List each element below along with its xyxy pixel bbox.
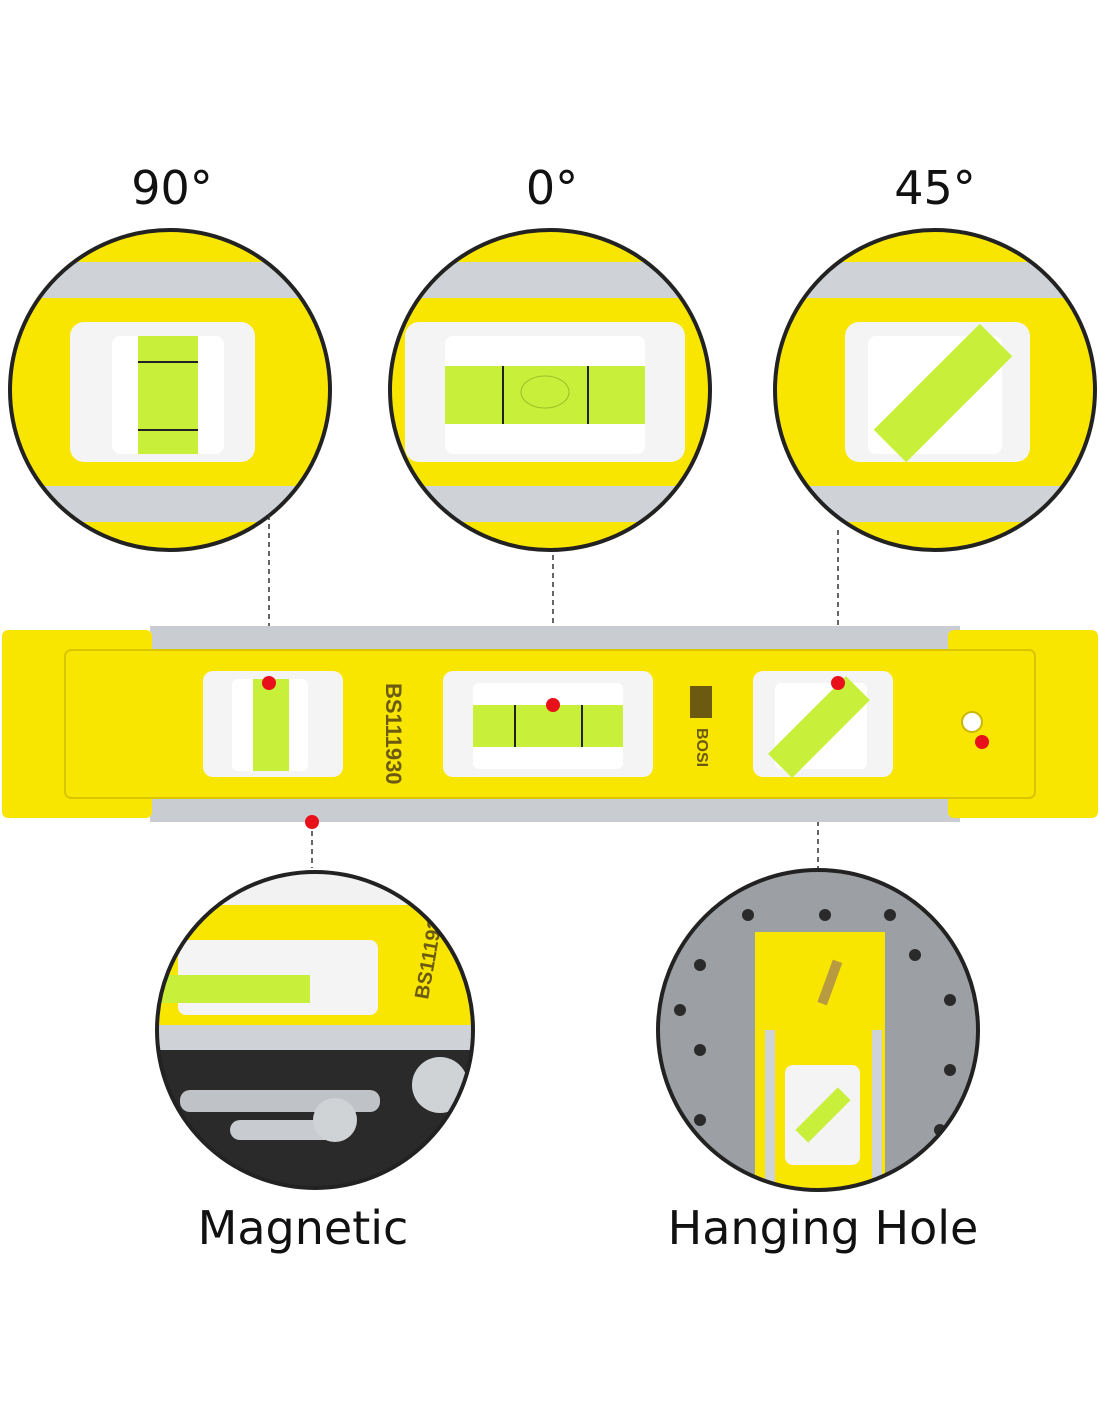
- feature-label-hanging-hole: Hanging Hole: [667, 1201, 979, 1255]
- zoom-circle-0: [390, 230, 710, 550]
- brand-logo: [690, 686, 712, 718]
- angle-label-0: 0°: [525, 161, 579, 215]
- brand-name: BOSI: [693, 728, 710, 767]
- zoom-circle-magnetic: BS111930: [157, 872, 473, 1188]
- model-number: BS111930: [381, 683, 406, 785]
- zoom-circle-90: [10, 230, 330, 550]
- torpedo-level: BS111930 BOSI: [2, 626, 1098, 822]
- angle-label-90: 90°: [131, 161, 213, 215]
- angle-label-45: 45°: [894, 161, 976, 215]
- marker-dots: [262, 676, 989, 829]
- feature-label-magnetic: Magnetic: [197, 1201, 409, 1255]
- zoom-circle-hanging-hole: [658, 870, 978, 1190]
